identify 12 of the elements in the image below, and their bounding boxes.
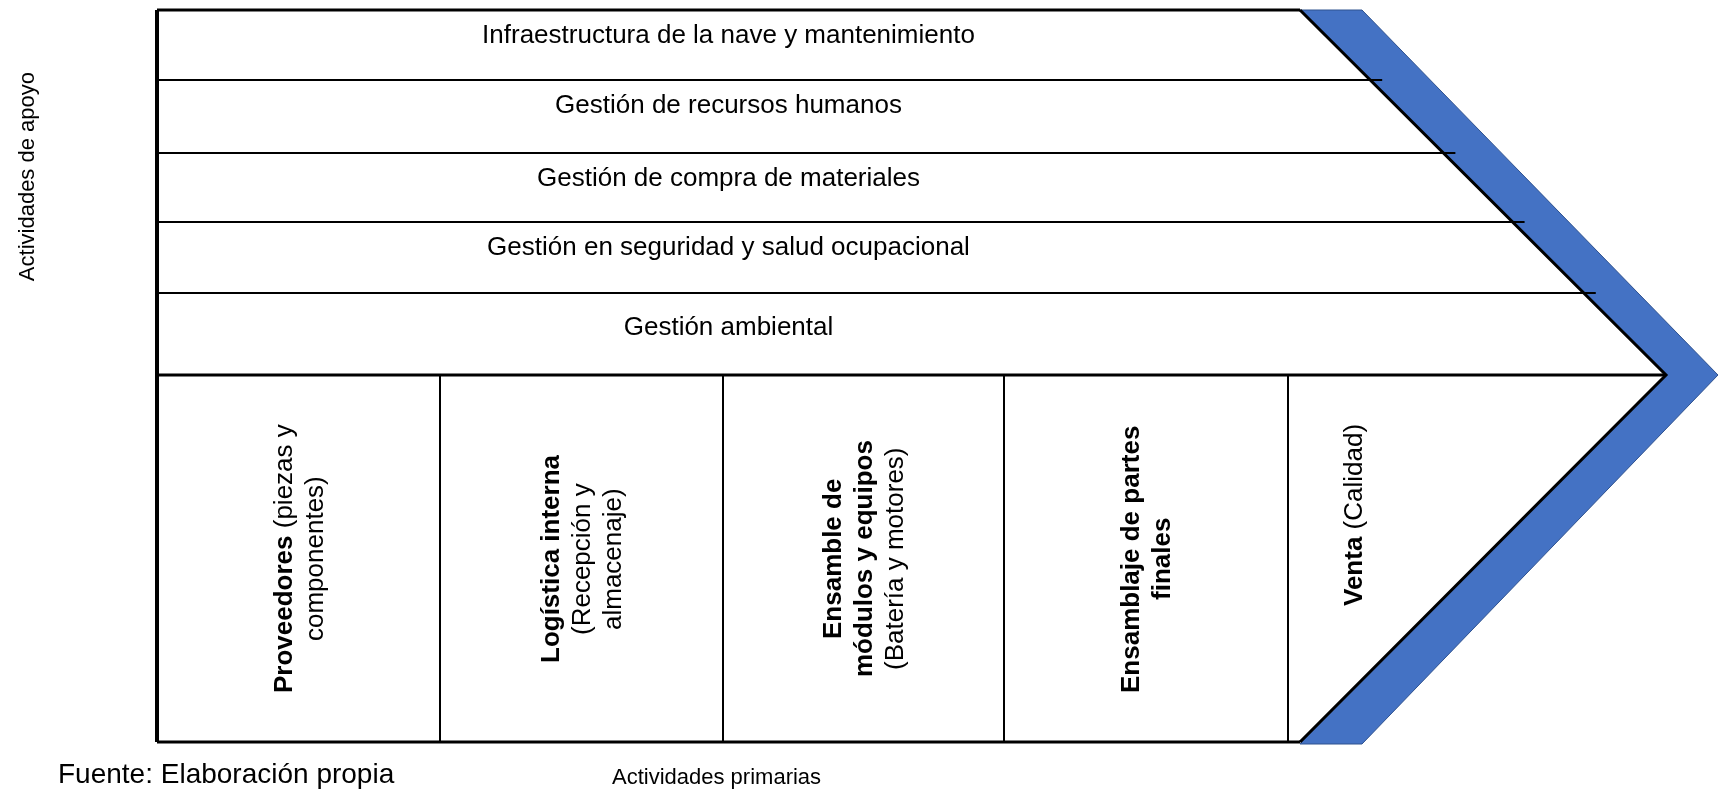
primary-activity-text: Venta (Calidad) xyxy=(1338,422,1369,609)
support-activity-text: Infraestructura de la nave y mantenimiento xyxy=(482,19,975,49)
axis-label: Actividades primarias xyxy=(612,764,822,790)
primary-activity-text: Ensamble de módulos y equipos (Batería y motores) xyxy=(817,439,910,679)
primary-activity-text: Ensamblaje de partes finales xyxy=(1115,423,1177,695)
support-activity-text: Gestión en seguridad y salud ocupacional xyxy=(487,231,970,261)
source-note: Fuente: Elaboración propia xyxy=(58,758,395,790)
support-activity-text: Gestión ambiental xyxy=(623,311,834,341)
axis-label: Actividades de apoyo xyxy=(14,72,40,282)
support-activity-text: Gestión de recursos humanos xyxy=(555,89,902,119)
support-activity-text: Gestión de compra de materiales xyxy=(537,162,920,192)
primary-activity-text: Logística interna (Recepción y almacenaje) xyxy=(535,453,628,665)
